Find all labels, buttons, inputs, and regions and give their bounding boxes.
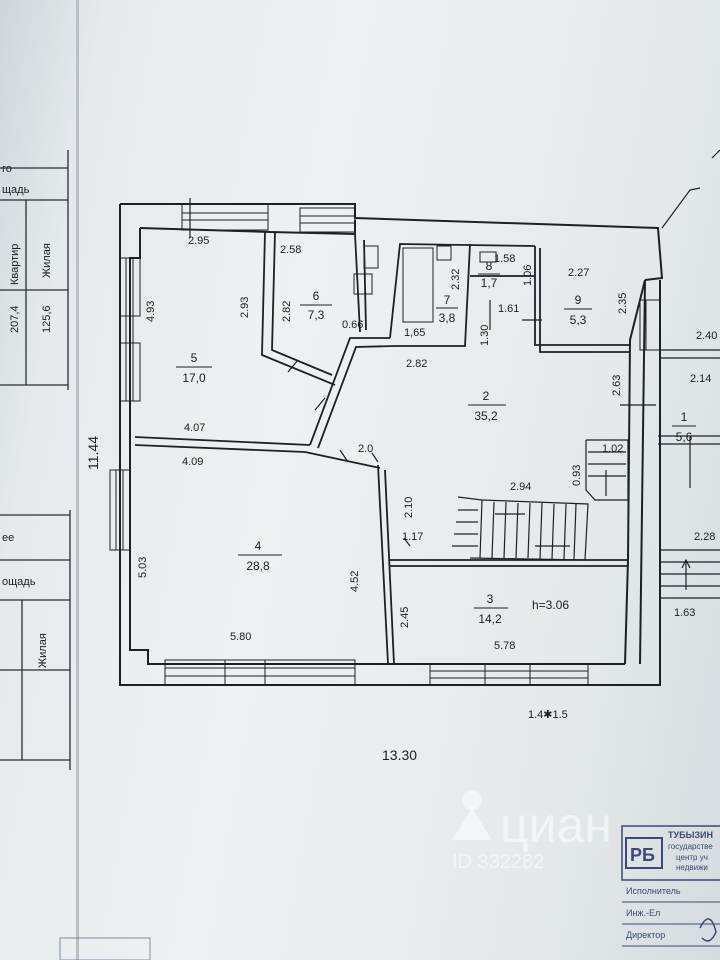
dim-2.82-hall: 2.82 (406, 358, 427, 370)
table-cell-bottom-2: ощадь (2, 576, 36, 588)
room-8-number: 8 (486, 259, 493, 273)
right-annex (658, 149, 720, 599)
dim-0.93: 0.93 (571, 465, 583, 486)
dim-2.27: 2.27 (568, 267, 589, 279)
stamp-line1: ТУБЫЗИН (668, 830, 713, 840)
dim-2.94: 2.94 (510, 481, 531, 493)
room-4-area: 28,8 (246, 559, 270, 573)
room-6-number: 6 (313, 289, 320, 303)
signature-mark (699, 918, 717, 942)
room-6-area: 7,3 (308, 308, 325, 322)
dim-5.78: 5.78 (494, 640, 515, 652)
dim-5.03: 5.03 (137, 557, 149, 578)
official-stamp: РБ ТУБЫЗИН государстве центр уч недвижи … (621, 825, 720, 947)
stamp-logo: РБ (630, 845, 655, 865)
room-8-area: 1,7 (481, 276, 498, 290)
dim-2.28: 2.28 (694, 531, 715, 543)
dim-2.45: 2.45 (399, 607, 411, 628)
fixtures (353, 245, 497, 323)
dim-2.14: 2.14 (690, 373, 711, 385)
stamp-line2: государстве (668, 842, 713, 851)
room-5-number: 5 (191, 351, 198, 365)
room-7-number: 7 (444, 293, 451, 307)
stamp-row-engineer: Инж.-Ел (626, 908, 660, 918)
dim-1.02: 1.02 (602, 443, 623, 455)
dim-1.65: 1,65 (404, 327, 425, 339)
dimension-labels: 2.95 2.58 1.58 2.27 2.40 4.93 2.93 2.82 … (85, 235, 717, 763)
stamp-row-executor: Исполнитель (626, 886, 681, 896)
dim-2.58: 2.58 (280, 244, 301, 256)
room-7-area: 3,8 (439, 311, 456, 325)
overall-width: 13.30 (382, 747, 417, 763)
table-cell-zhilaya: Жилая (41, 243, 53, 278)
dim-4.93: 4.93 (145, 301, 157, 322)
interior-walls (134, 231, 630, 665)
bottom-stamp-fragment (59, 937, 151, 960)
room-3-area: 14,2 (478, 612, 502, 626)
stamp-line4: недвижи (676, 863, 708, 872)
room-3-height: h=3.06 (532, 598, 569, 612)
watermark-brand: циан (500, 797, 612, 853)
table-value-living: 125,6 (41, 305, 53, 333)
windows (109, 203, 661, 686)
stamp-line3: центр уч (676, 853, 708, 862)
overall-height: 11.44 (85, 436, 101, 470)
window-size: 1.4✱1.5 (528, 709, 568, 721)
watermark-id: ID 332282 (452, 851, 544, 873)
table-value-total: 207,4 (9, 305, 21, 333)
dim-4.09: 4.09 (182, 456, 203, 468)
page-fold (76, 0, 79, 960)
dim-5.80: 5.80 (230, 631, 251, 643)
dim-2.0: 2.0 (358, 443, 373, 455)
table-cell-top-2: щадь (2, 184, 30, 196)
room-2-number: 2 (483, 389, 490, 403)
dim-1.30: 1.30 (479, 325, 491, 346)
dim-1.17: 1.17 (402, 531, 423, 543)
table-cell-top-1: го (2, 163, 12, 175)
room-1-number: 1 (681, 410, 688, 424)
dim-4.52: 4.52 (349, 571, 361, 592)
dim-2.10: 2.10 (403, 497, 415, 518)
room-labels: 1 5,6 2 35,2 3 14,2 h=3.06 4 28,8 5 17,0… (176, 259, 696, 626)
room-1-area: 5,6 (676, 430, 693, 444)
dim-1.61: 1.61 (498, 303, 519, 315)
cian-watermark: циан ID 332282 (452, 790, 612, 873)
dim-2.40: 2.40 (696, 330, 717, 342)
dim-2.32: 2.32 (450, 269, 462, 290)
room-9-number: 9 (575, 293, 582, 307)
dim-4.07: 4.07 (184, 422, 205, 434)
dim-2.82-room6: 2.82 (281, 301, 293, 322)
room-3-number: 3 (487, 592, 494, 606)
room-4-number: 4 (255, 539, 262, 553)
table-cell-kvartir: Квартир (9, 244, 21, 285)
dim-2.63: 2.63 (611, 375, 623, 396)
dim-0.66: 0.66 (342, 319, 363, 331)
table-cell-bottom-zhilaya: Жилая (37, 633, 49, 668)
staircase (452, 439, 629, 561)
left-table (0, 150, 71, 770)
room-2-area: 35,2 (474, 409, 498, 423)
dim-2.95: 2.95 (188, 235, 209, 247)
table-cell-bottom-1: ее (2, 532, 14, 544)
door-ticks (189, 198, 656, 547)
dim-2.93: 2.93 (239, 297, 251, 318)
dim-2.35: 2.35 (617, 293, 629, 314)
dim-1.63: 1.63 (674, 607, 695, 619)
dim-1.58: 1.58 (494, 253, 515, 265)
room-9-area: 5,3 (570, 313, 587, 327)
room-5-area: 17,0 (182, 371, 206, 385)
stamp-row-director: Директор (626, 930, 665, 940)
dim-1.06: 1.06 (522, 265, 534, 286)
